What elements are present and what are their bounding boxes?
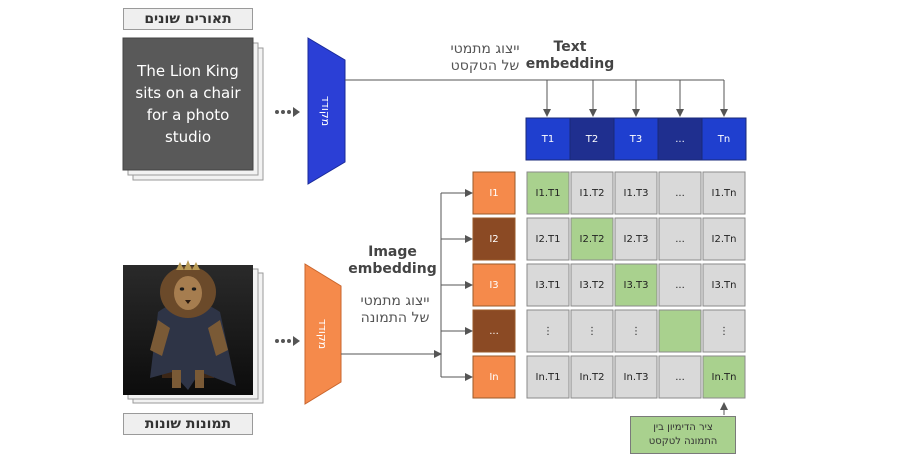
matrix-cell-5-2: [570, 355, 614, 399]
matrix-cell-4-4: [658, 309, 702, 353]
matrix-cell-label-1-2: I1.T2: [580, 188, 605, 199]
prompt-text: The Lion King sits on a chair for a phot…: [135, 62, 241, 146]
text-dots-arrow: [275, 107, 300, 117]
matrix-cell-label-3-2: I3.T2: [580, 280, 605, 291]
text-representation-label: ייצוג מתמטי של הטקסט: [450, 41, 520, 74]
text-encoder-label: מקודד: [319, 95, 333, 127]
text-token-label-1: T1: [541, 134, 554, 145]
text-card: [122, 37, 254, 171]
matrix-cell-label-3-3: I3.T3: [624, 280, 649, 291]
text-caption: תאורים שונים: [123, 8, 253, 30]
matrix-cell-3-3: [614, 263, 658, 307]
image-token-4: [472, 309, 516, 353]
matrix-cell-2-3: [614, 217, 658, 261]
text-token-label-4: ...: [675, 134, 685, 145]
image-card-stack: [123, 260, 264, 404]
text-embedding-label: Text embedding: [525, 39, 615, 72]
matrix-cell-label-3-5: I3.Tn: [712, 280, 737, 291]
image-token-label-1: I1: [489, 188, 498, 199]
text-token-label-5: Tn: [717, 134, 730, 145]
matrix-cell-label-5-2: In.T2: [580, 372, 605, 383]
matrix-cell-label-2-4: ...: [675, 234, 685, 245]
image-token-label-5: In: [489, 372, 498, 383]
matrix-cell-2-1: [526, 217, 570, 261]
matrix-cell-3-2: [570, 263, 614, 307]
text-token-5: [701, 117, 747, 161]
matrix-cell-1-3: [614, 171, 658, 215]
matrix-cell-2-4: [658, 217, 702, 261]
matrix-cell-label-5-4: ...: [675, 372, 685, 383]
image-embedding-connectors: [341, 189, 473, 381]
matrix-cell-label-3-4: ...: [675, 280, 685, 291]
text-token-label-2: T2: [585, 134, 598, 145]
matrix-cell-3-5: [702, 263, 746, 307]
matrix-cell-5-5: [702, 355, 746, 399]
matrix-cell-4-3: [614, 309, 658, 353]
image-token-label-2: I2: [489, 234, 498, 245]
matrix-cell-5-3: [614, 355, 658, 399]
image-encoder-label: מקודד: [316, 318, 330, 350]
text-token-2: [569, 117, 615, 161]
image-encoder: [304, 263, 342, 405]
text-card-stack: [122, 37, 264, 181]
matrix-cell-label-1-3: I1.T3: [624, 188, 649, 199]
matrix-cell-1-4: [658, 171, 702, 215]
matrix-cell-label-2-5: I2.Tn: [712, 234, 737, 245]
matrix-cell-label-1-1: I1.T1: [536, 188, 561, 199]
matrix-cell-label-5-5: In.Tn: [712, 372, 737, 383]
text-embedding-connectors: [345, 79, 728, 117]
matrix-cell-3-4: [658, 263, 702, 307]
image-dots-arrow: [275, 336, 300, 346]
image-token-3: [472, 263, 516, 307]
matrix-cell-label-4-2: ⋮: [587, 326, 597, 337]
image-token-2: [472, 217, 516, 261]
matrix-cell-label-3-1: I3.T1: [536, 280, 561, 291]
text-token-label-3: T3: [629, 134, 642, 145]
matrix-cell-label-2-2: I2.T2: [580, 234, 605, 245]
image-representation-label: ייצוג מתמטי של התמונה: [360, 293, 430, 326]
text-token-4: [657, 117, 703, 161]
image-token-label-4: ...: [489, 326, 499, 337]
matrix-cell-5-1: [526, 355, 570, 399]
matrix-cell-label-1-4: ...: [675, 188, 685, 199]
similarity-label: ציר הדימיון בין התמונה לטקסט: [630, 416, 736, 454]
text-token-1: [525, 117, 571, 161]
text-encoder: [307, 37, 346, 185]
matrix-cell-1-5: [702, 171, 746, 215]
image-token-label-3: I3: [489, 280, 498, 291]
matrix-cell-1-1: [526, 171, 570, 215]
matrix-cell-label-5-1: In.T1: [536, 372, 561, 383]
matrix-cell-3-1: [526, 263, 570, 307]
matrix-cell-1-2: [570, 171, 614, 215]
matrix-cell-2-2: [570, 217, 614, 261]
matrix-cell-label-4-5: ⋮: [719, 326, 729, 337]
matrix-cell-4-1: [526, 309, 570, 353]
image-token-5: [472, 355, 516, 399]
matrix-cell-4-5: [702, 309, 746, 353]
matrix-cell-label-5-3: In.T3: [624, 372, 649, 383]
matrix-cell-2-5: [702, 217, 746, 261]
matrix-cell-4-2: [570, 309, 614, 353]
matrix-cell-label-4-3: ⋮: [631, 326, 641, 337]
matrix-cell-label-2-1: I2.T1: [536, 234, 561, 245]
matrix-cell-label-4-1: ⋮: [543, 326, 553, 337]
matrix-cell-label-2-3: I2.T3: [624, 234, 649, 245]
matrix-cell-5-4: [658, 355, 702, 399]
matrix-cell-label-1-5: I1.Tn: [712, 188, 737, 199]
text-token-3: [613, 117, 659, 161]
lion-king-image: [123, 260, 253, 395]
image-caption: תמונות שונות: [123, 413, 253, 435]
image-token-1: [472, 171, 516, 215]
image-embedding-label: Image embedding: [348, 244, 437, 277]
